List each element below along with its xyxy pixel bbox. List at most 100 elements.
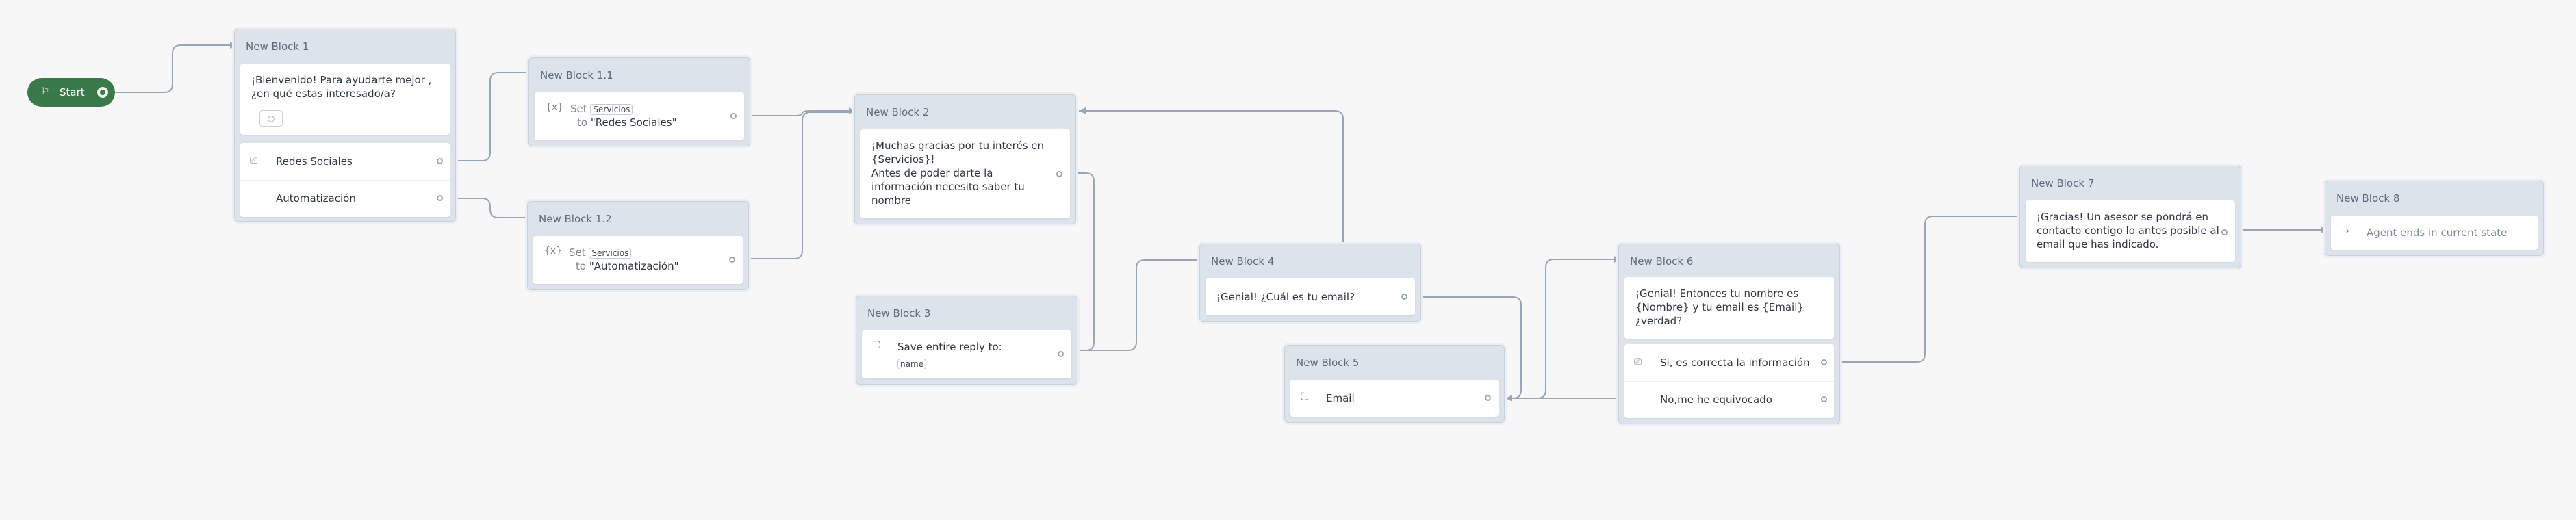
output-handle[interactable]	[729, 257, 735, 263]
set-value: "Automatización"	[589, 260, 679, 272]
block-title: New Block 2	[866, 106, 930, 118]
choice-output-handle[interactable]	[437, 195, 443, 201]
message-text: ¡Genial! Entonces tu nombre es {Nombre} …	[1635, 287, 1827, 328]
block-4[interactable]: New Block 4 ¡Genial! ¿Cuál es tu email?	[1199, 244, 1421, 322]
variable-tag: Servicios	[589, 248, 632, 259]
capture-variable: name	[897, 356, 927, 369]
set-variable-icon: {x}	[546, 102, 564, 113]
end-text: Agent ends in current state	[2367, 226, 2508, 239]
message-line: Antes de poder darte la	[871, 167, 993, 179]
message-line: información necesito saber tu	[871, 181, 1025, 193]
wire-b3-b4	[1056, 259, 1197, 351]
wire-b11-b2	[730, 110, 849, 116]
flag-icon: ⚐	[41, 86, 50, 97]
block-1[interactable]: New Block 1 ¡Bienvenido! Para ayudarte m…	[234, 29, 456, 222]
message-card[interactable]: ¡Genial! Entonces tu nombre es {Nombre} …	[1624, 277, 1834, 339]
message-card[interactable]: ¡Gracias! Un asesor se pondrá en contact…	[2026, 200, 2235, 262]
choice-item-redes-sociales[interactable]: ⎚ Redes Sociales	[240, 143, 450, 180]
choice-output-handle[interactable]	[1821, 396, 1827, 402]
message-card[interactable]: ¡Muchas gracias por tu interés en {Servi…	[860, 129, 1070, 218]
block-1-2[interactable]: New Block 1.2 {x} Set Servicios to "Auto…	[527, 201, 749, 290]
start-node[interactable]: ⚐ Start	[27, 78, 115, 107]
capture-card[interactable]: ⛶ Save entire reply to: name	[862, 330, 1071, 378]
block-title: New Block 1	[246, 40, 309, 53]
output-handle[interactable]	[1056, 171, 1062, 177]
choice-item-automatizacion[interactable]: Automatización	[240, 181, 450, 217]
divider	[1624, 381, 1834, 382]
choice-label: Redes Sociales	[276, 155, 353, 168]
choice-output-handle[interactable]	[1821, 359, 1827, 365]
message-line: email que has indicado.	[2037, 238, 2159, 250]
set-variable-card[interactable]: {x} Set Servicios to "Automatización"	[533, 236, 743, 284]
choice-card[interactable]: ⎚ Redes Sociales Automatización	[240, 143, 450, 217]
message-line: {Servicios}!	[871, 153, 935, 166]
block-1-1[interactable]: New Block 1.1 {x} Set Servicios to "Rede…	[528, 57, 750, 146]
choice-item-no[interactable]: No,me he equivocado	[1624, 382, 1834, 418]
block-title: New Block 6	[1630, 255, 1694, 268]
variable-tag: Servicios	[590, 104, 633, 115]
to-label: to	[577, 116, 588, 129]
start-output-handle[interactable]	[97, 87, 108, 98]
block-2[interactable]: New Block 2 ¡Muchas gracias por tu inter…	[854, 94, 1076, 224]
set-variable-text: Set Servicios	[569, 246, 632, 259]
output-handle[interactable]	[1485, 395, 1491, 401]
block-title: New Block 5	[1296, 356, 1360, 369]
set-value-text: to "Automatización"	[576, 259, 679, 273]
choice-label: No,me he equivocado	[1660, 393, 1772, 406]
choice-card[interactable]: ⎚ Si, es correcta la información No,me h…	[1624, 344, 1834, 418]
capture-icon: ⛶	[1301, 391, 1308, 402]
block-title: New Block 7	[2031, 177, 2095, 190]
message-text: ¡Bienvenido! Para ayudarte mejor , ¿en q…	[251, 74, 432, 100]
output-handle[interactable]	[1058, 351, 1064, 357]
choice-output-handle[interactable]	[437, 158, 443, 164]
arrow-b2-in	[849, 107, 855, 114]
message-card[interactable]: ¡Genial! ¿Cuál es tu email?	[1206, 278, 1415, 315]
variable-tag: name	[897, 359, 927, 369]
capture-text: Save entire reply to:	[897, 341, 1002, 353]
message-line: contacto contigo lo antes posible al	[2037, 224, 2219, 237]
block-3[interactable]: New Block 3 ⛶ Save entire reply to: name	[856, 296, 1077, 385]
message-text: ¡Gracias! Un asesor se pondrá en contact…	[2037, 210, 2221, 251]
set-value: "Redes Sociales"	[590, 116, 677, 129]
wire-b1opt1-b11	[435, 72, 527, 161]
choice-label: Automatización	[276, 192, 356, 205]
message-line: ¡Muchas gracias por tu interés en	[871, 140, 1045, 152]
choice-item-si[interactable]: ⎚ Si, es correcta la información	[1624, 344, 1834, 381]
message-card[interactable]: ¡Bienvenido! Para ayudarte mejor , ¿en q…	[240, 64, 450, 135]
end-icon: ⇥	[2342, 226, 2350, 237]
wire-b1opt2-b12	[435, 198, 526, 218]
output-handle[interactable]	[2221, 229, 2228, 235]
block-5[interactable]: New Block 5 ⛶ Email	[1284, 345, 1505, 423]
image-placeholder-icon: ◎	[259, 110, 283, 127]
choice-label: Si, es correcta la información	[1660, 356, 1810, 369]
capture-card[interactable]: ⛶ Email	[1290, 380, 1499, 417]
set-variable-icon: {x}	[544, 246, 563, 257]
wire-b12-b2	[728, 112, 849, 259]
end-card[interactable]: ⇥ Agent ends in current state	[2331, 216, 2538, 250]
set-variable-card[interactable]: {x} Set Servicios to "Redes Sociales"	[535, 92, 744, 140]
output-handle[interactable]	[730, 113, 737, 119]
message-line: nombre	[871, 194, 911, 207]
message-line: ¿verdad?	[1635, 315, 1683, 327]
divider	[240, 180, 450, 181]
arrow-b8-in	[2321, 226, 2327, 233]
block-8[interactable]: New Block 8 ⇥ Agent ends in current stat…	[2325, 181, 2544, 256]
choice-icon: ⎚	[250, 155, 258, 166]
output-handle[interactable]	[1401, 294, 1407, 300]
block-title: New Block 8	[2336, 192, 2400, 205]
capture-icon: ⛶	[873, 340, 880, 351]
message-text: ¡Genial! ¿Cuál es tu email?	[1216, 291, 1355, 303]
wire-b4-b2	[1079, 110, 1344, 246]
arrow-b1-in	[230, 42, 236, 49]
arrow-b2-top-in	[1080, 107, 1086, 114]
set-label: Set	[570, 103, 587, 115]
to-label: to	[576, 260, 587, 272]
wire-start-b1	[110, 44, 230, 93]
block-6[interactable]: New Block 6 ¡Genial! Entonces tu nombre …	[1618, 244, 1840, 424]
wire-b6opt1-b7	[1821, 216, 2019, 363]
block-7[interactable]: New Block 7 ¡Gracias! Un asesor se pondr…	[2019, 166, 2241, 268]
message-text: ¡Muchas gracias por tu interés en {Servi…	[871, 139, 1056, 207]
set-label: Set	[569, 246, 586, 259]
block-title: New Block 1.1	[540, 69, 613, 81]
choice-icon: ⎚	[1634, 356, 1642, 367]
